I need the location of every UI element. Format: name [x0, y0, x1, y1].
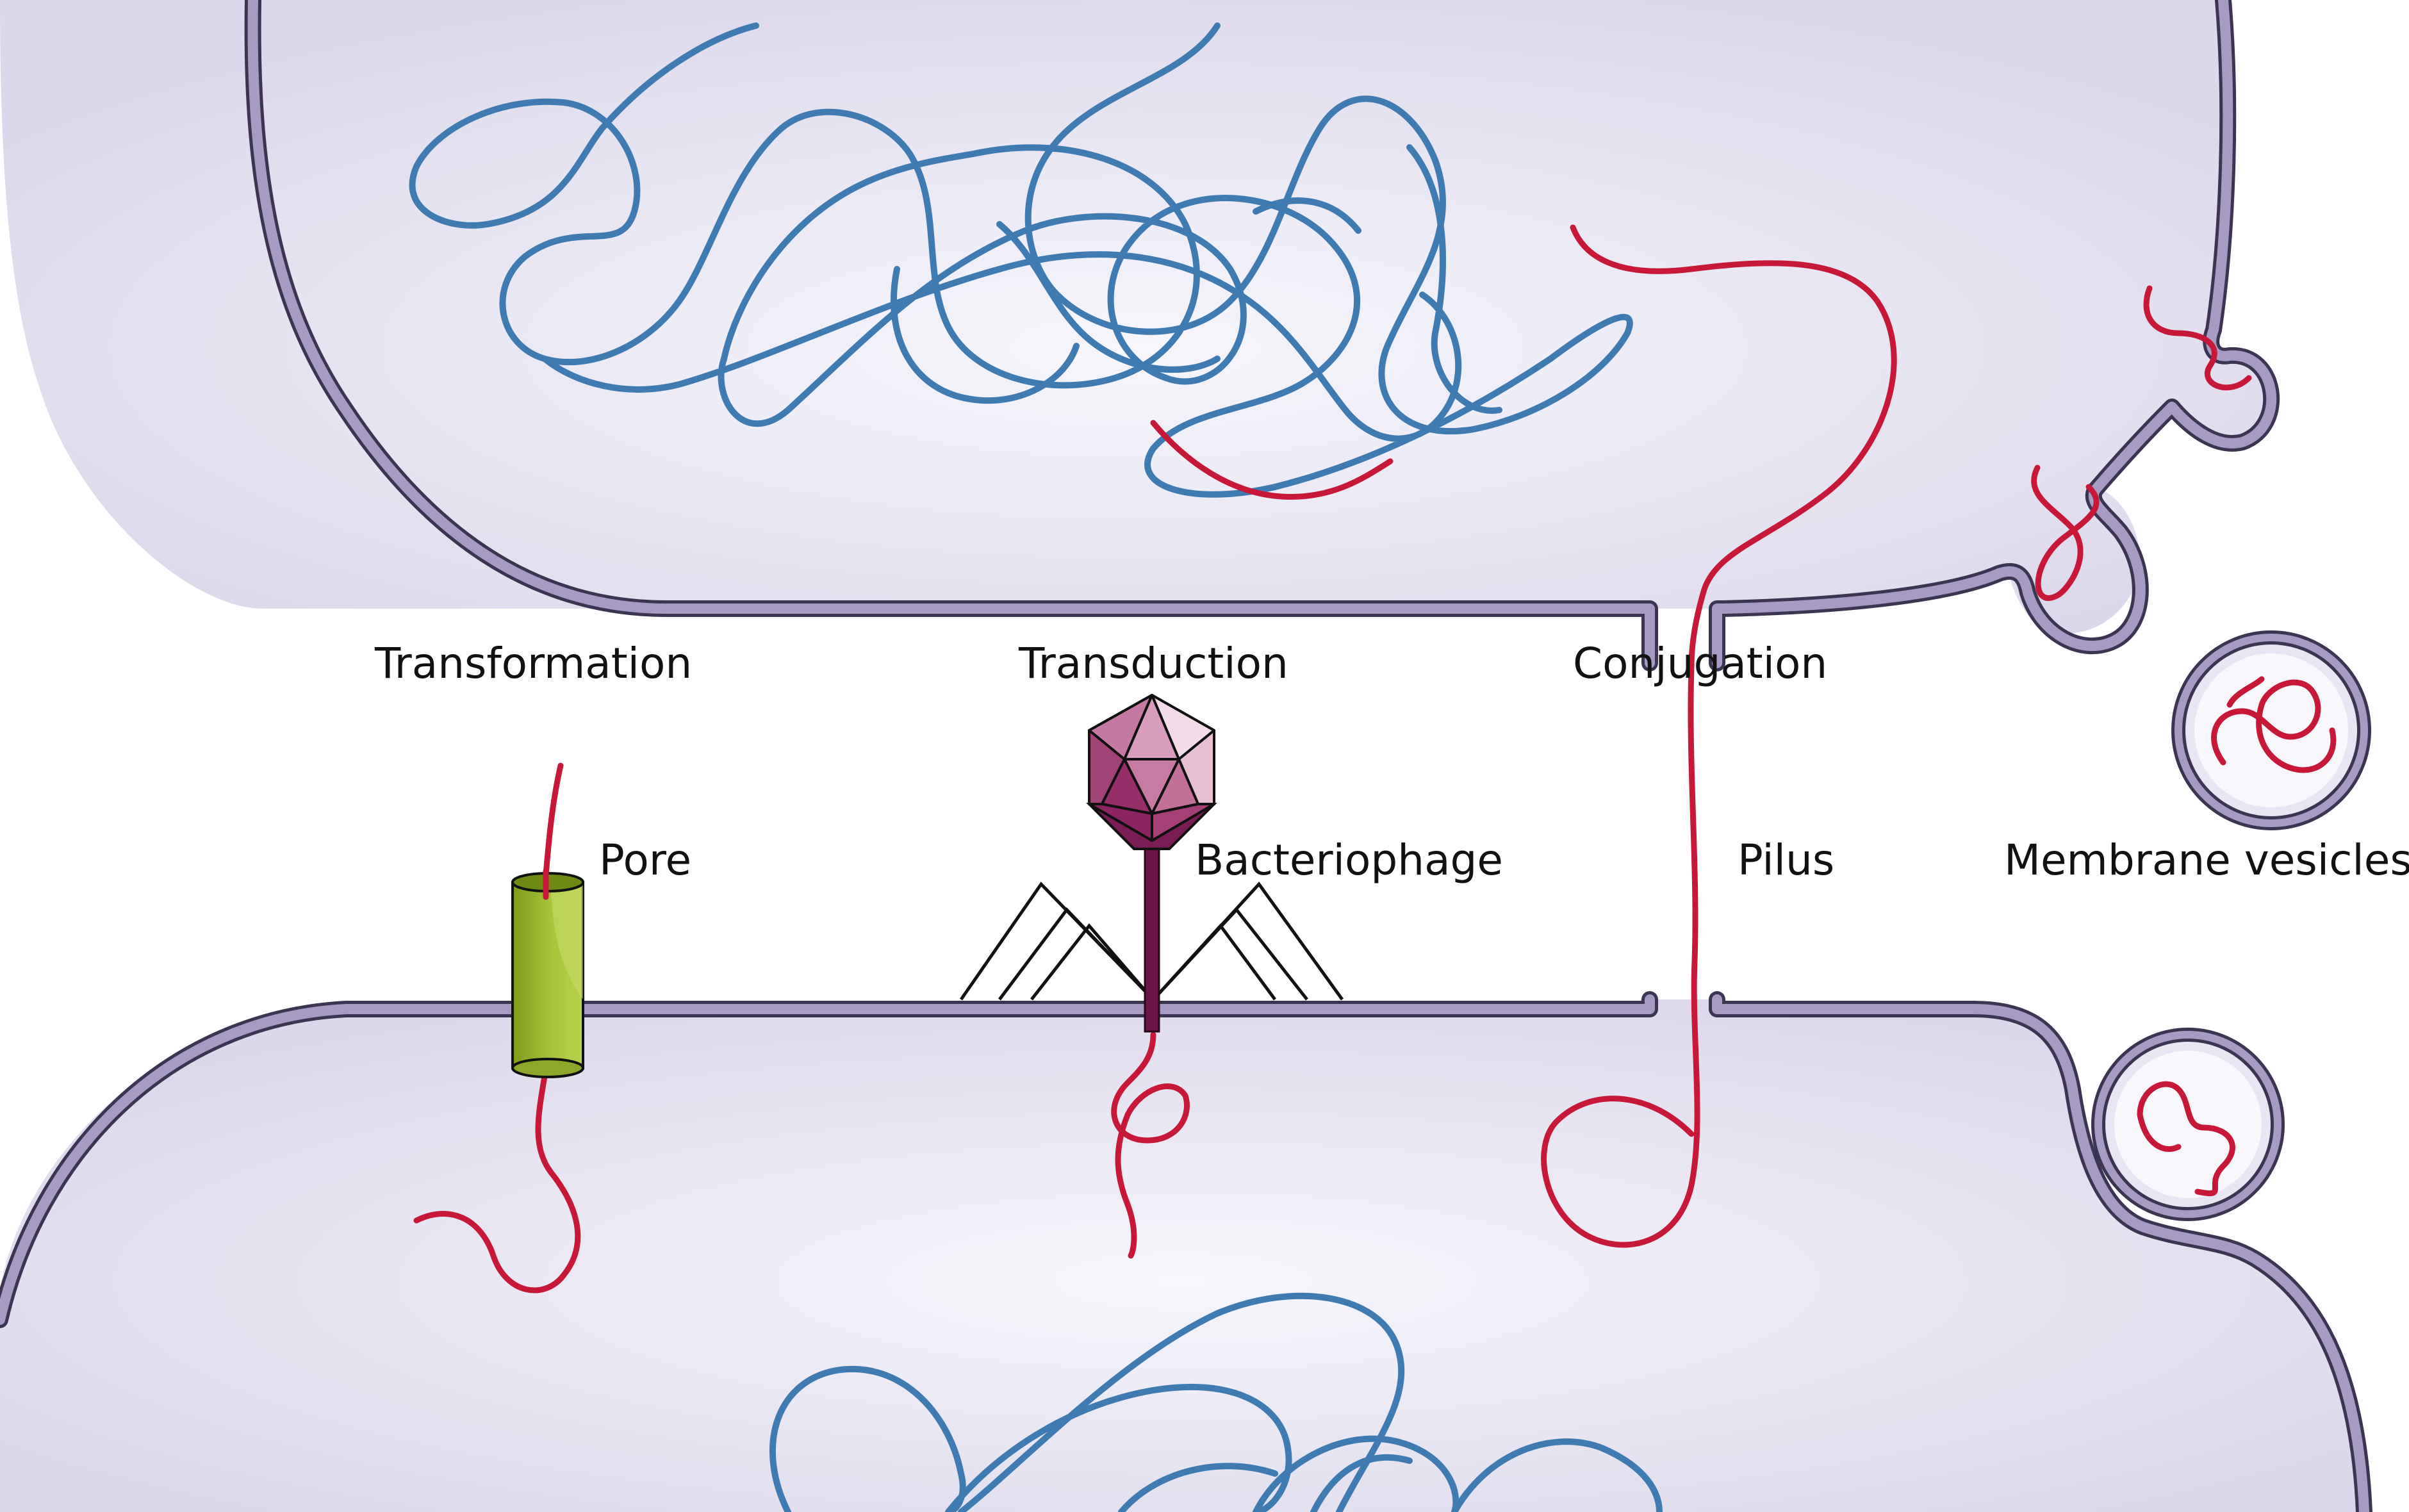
- top-gene-segment: [1150, 420, 1394, 500]
- budding-vesicle-bottom: [2091, 1028, 2285, 1221]
- top-conjugation-strand: [1570, 224, 1897, 670]
- phage-tail-fibers: [959, 882, 1344, 1001]
- bacteriophage-icon: [959, 694, 1344, 1033]
- transduction-injected-dna: [1111, 1031, 1190, 1259]
- bud-dna-upper: [2143, 285, 2252, 391]
- top-chromosomal-dna: [409, 22, 1633, 498]
- pilus-label: Pilus: [1738, 835, 1834, 885]
- phage-head: [1088, 694, 1215, 842]
- bottom-conjugation-strand: [1541, 663, 1700, 1248]
- pore-label: Pore: [599, 835, 691, 885]
- transformation-label: Transformation: [374, 639, 692, 688]
- bottom-cell-body: [0, 999, 2364, 1512]
- conjugation-label: Conjugation: [1573, 639, 1827, 688]
- bottom-cell-membrane-fill: [0, 994, 2369, 1512]
- bottom-bacterial-cell: [0, 663, 2372, 1512]
- bud-dna-lower: [2031, 464, 2100, 601]
- bottom-chromosomal-dna: [769, 1292, 1663, 1512]
- membrane-vesicles-label: Membrane vesicles: [2004, 835, 2409, 885]
- transduction-label: Transduction: [1018, 639, 1288, 688]
- phage-tail: [1144, 832, 1160, 1033]
- bacteriophage-label: Bacteriophage: [1195, 835, 1503, 885]
- transformation-dna-inside: [413, 1073, 581, 1294]
- pore-icon: [511, 872, 584, 1078]
- top-chromosomal-dna-extra: [890, 144, 1502, 414]
- top-bacterial-cell: [0, 0, 2280, 671]
- membrane-vesicle-icon: [2171, 630, 2371, 830]
- top-cell-body: [0, 0, 2271, 634]
- top-cell-membrane-fill: [247, 0, 2276, 668]
